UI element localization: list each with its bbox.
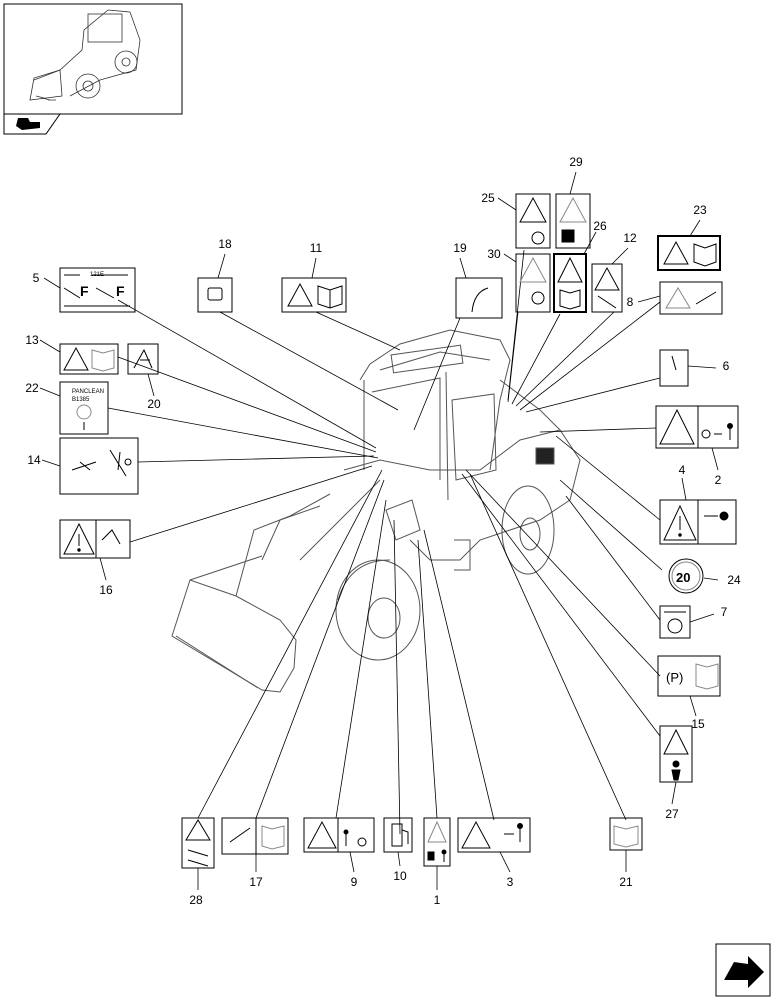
decal-30 xyxy=(515,253,551,313)
callout-label: 3 xyxy=(507,875,514,889)
callout-label: 14 xyxy=(27,453,41,467)
callout-label: 25 xyxy=(481,191,495,205)
callout-label: 20 xyxy=(147,397,161,411)
decal-14 xyxy=(59,437,139,495)
decal-11 xyxy=(281,277,347,313)
callout-label: 7 xyxy=(721,605,728,619)
panclean-label: PANCLEAN xyxy=(72,389,104,395)
decal-2 xyxy=(655,405,739,449)
decal-6 xyxy=(659,349,689,387)
decal-21 xyxy=(609,817,643,851)
callout-label: 9 xyxy=(351,875,358,889)
callout-label: 11 xyxy=(310,241,323,255)
callout-label: 19 xyxy=(453,241,467,255)
decal-29 xyxy=(555,193,591,249)
decal-8 xyxy=(659,281,723,315)
decal-28 xyxy=(181,817,215,869)
callout-label: 27 xyxy=(665,807,679,821)
decal-19 xyxy=(455,277,503,319)
callout-label: 1 xyxy=(434,893,441,907)
decal-25 xyxy=(515,193,551,249)
callout-label: 29 xyxy=(569,155,583,169)
callout-label: 10 xyxy=(393,869,407,883)
decal-18 xyxy=(197,277,233,313)
decals: 121E F F xyxy=(59,193,739,869)
callout-label: 8 xyxy=(627,295,634,309)
panclean-code: B1385 xyxy=(72,397,90,403)
callout-label: 5 xyxy=(33,271,40,285)
svg-text:F: F xyxy=(116,283,125,299)
decal-9 xyxy=(303,817,375,853)
callout-label: 21 xyxy=(619,875,633,889)
thumbnail-frame xyxy=(3,3,183,135)
decal-4 xyxy=(659,499,737,545)
callout-label: 17 xyxy=(249,875,263,889)
callout-label: 13 xyxy=(25,333,39,347)
decal-12 xyxy=(591,263,623,313)
callout-label: 4 xyxy=(679,463,686,477)
decal-24 xyxy=(668,558,704,594)
leader-lines xyxy=(107,249,663,835)
callout-label: 22 xyxy=(25,381,39,395)
callout-label: 2 xyxy=(715,473,722,487)
decal-23 xyxy=(657,235,721,271)
callout-label: 28 xyxy=(189,893,203,907)
parking-label: (P) xyxy=(666,670,683,685)
decal-26 xyxy=(553,253,587,313)
decal-7 xyxy=(659,605,691,639)
callout-connectors xyxy=(39,171,719,890)
callout-numbers: 1 2 3 4 5 6 7 8 9 10 11 12 13 14 15 16 1… xyxy=(25,155,741,907)
model-label: 121E xyxy=(90,272,104,278)
decal-5: 121E F F xyxy=(59,267,136,313)
decal-13 xyxy=(59,343,119,375)
svg-text:F: F xyxy=(80,283,89,299)
speed-label: 20 xyxy=(676,570,690,585)
decal-22 xyxy=(59,381,109,435)
decal-15 xyxy=(657,655,721,697)
decal-20 xyxy=(127,343,159,375)
decal-17 xyxy=(221,817,289,855)
callout-label: 23 xyxy=(693,203,707,217)
next-page-arrow-icon[interactable] xyxy=(715,943,771,997)
hand-view-icon xyxy=(16,118,40,130)
callout-label: 24 xyxy=(727,573,741,587)
decal-27 xyxy=(659,725,693,783)
callout-label: 6 xyxy=(723,359,730,373)
callout-label: 15 xyxy=(691,717,705,731)
decal-16 xyxy=(59,519,131,559)
decal-1 xyxy=(423,817,451,867)
decal-10 xyxy=(383,817,413,853)
callout-label: 26 xyxy=(593,219,607,233)
decal-3 xyxy=(457,817,531,853)
callout-label: 12 xyxy=(623,231,637,245)
callout-label: 18 xyxy=(218,237,232,251)
wheel-loader xyxy=(171,329,581,693)
callout-label: 16 xyxy=(99,583,113,597)
wheel-loader-thumbnail xyxy=(29,9,141,101)
callout-label: 30 xyxy=(487,247,501,261)
